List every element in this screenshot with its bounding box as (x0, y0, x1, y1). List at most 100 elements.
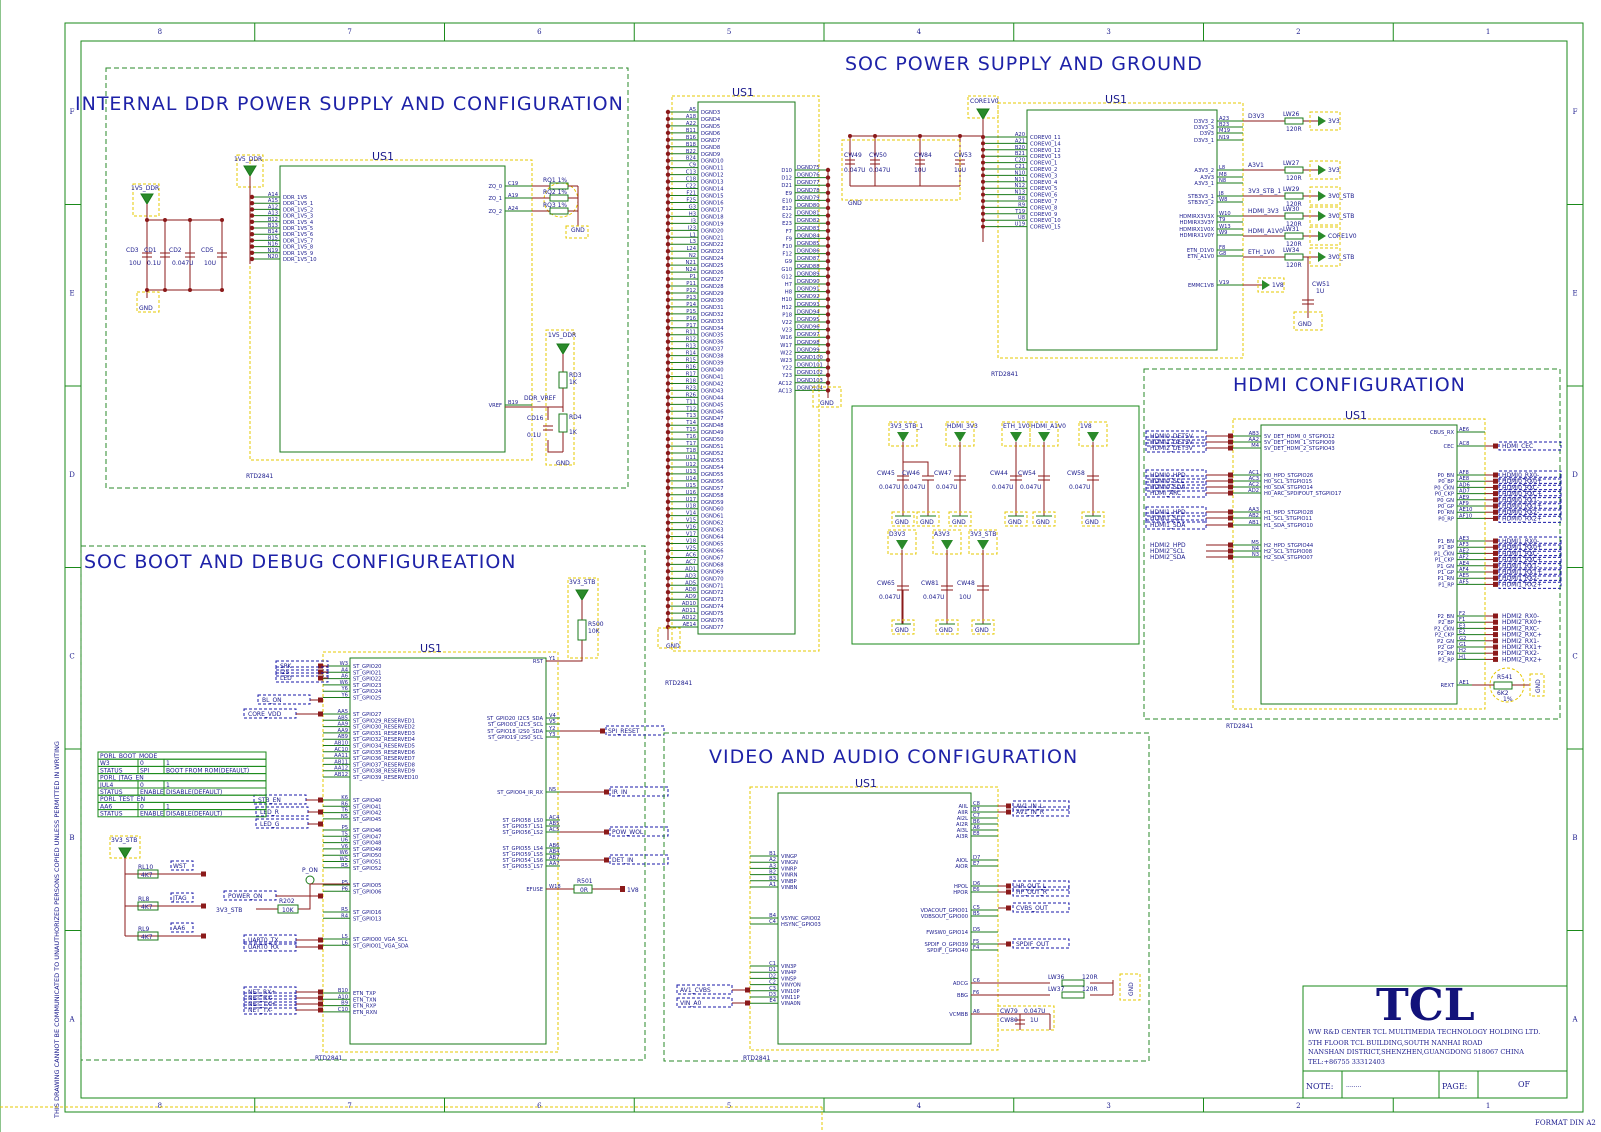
pin-name: DGND6 (701, 131, 720, 137)
svg-text:P_ON: P_ON (302, 867, 318, 874)
pin-number: DGND76 (797, 173, 820, 179)
pin-number: AC2 (1249, 482, 1259, 488)
power-title: SOC POWER SUPPLY AND GROUND (845, 53, 1203, 75)
pin-number: DGND77 (797, 180, 820, 186)
pin-name: DGND47 (701, 416, 724, 422)
pin-number: DGND87 (797, 256, 820, 262)
pin-number: W5 (340, 857, 348, 863)
pin-number: V5 (549, 719, 556, 725)
net-label: D3V3 (1248, 113, 1265, 120)
pin-number: U18 (686, 504, 696, 510)
pin-name: COREV0_1 (1030, 161, 1057, 167)
pin-number: F5 (973, 939, 979, 945)
pin-name: ST_GPIO52 (353, 866, 381, 872)
pin-number: C7 (973, 813, 980, 819)
pin-number: DGND93 (797, 302, 820, 308)
pin-name: H10 (781, 297, 792, 303)
gnd-label: GND (952, 519, 966, 526)
pin-name: P2_GP (1438, 645, 1454, 651)
pin-name: HPOL (954, 884, 968, 890)
pin-number: V19 (1219, 280, 1229, 286)
svg-text:3V3_STB: 3V3_STB (216, 907, 242, 914)
pin-name: ST_GPIO23 (353, 683, 381, 689)
pin-name: COREV0_12 (1030, 148, 1061, 154)
resistor-ref: RL8 (138, 896, 150, 903)
pin-number: V15 (686, 518, 696, 524)
pin-name: DGND53 (701, 458, 724, 464)
pin-name: ETN_TXN (353, 997, 377, 1003)
pin-name: DGND11 (701, 166, 724, 172)
pin-number: T12 (685, 406, 696, 412)
svg-text:RTD2841: RTD2841 (315, 1055, 342, 1062)
gnd-label: GND (1036, 519, 1050, 526)
resistor-value: 4K7 (141, 934, 153, 941)
pin-number: B20 (1015, 145, 1025, 151)
pin-number: AE4 (1459, 561, 1470, 567)
pin-number: Y2 (548, 726, 555, 732)
pin-number: DGND81 (797, 211, 820, 217)
net-label: CORE1V0 (1328, 233, 1357, 240)
pin-name: ST_GPIO58_LS0 (503, 818, 544, 824)
net-label: CVBS_OUT (1016, 905, 1048, 912)
svg-text:NANSHAN DISTRICT,SHENZHEN,GUAN: NANSHAN DISTRICT,SHENZHEN,GUANGDONG 5180… (1308, 1048, 1524, 1056)
pin-name: DGND42 (701, 381, 724, 387)
svg-text:10K: 10K (588, 628, 601, 635)
pin-number: R9 (1018, 202, 1025, 208)
pin-number: A6 (973, 825, 980, 831)
pin-name: P2_RP (1438, 657, 1454, 663)
pin-number: DGND82 (797, 218, 820, 224)
pin-name: V23 (782, 328, 792, 334)
pin-name: DGND32 (701, 312, 724, 318)
column-label: 8 (158, 1102, 162, 1110)
pin-name: HPOR (953, 890, 968, 896)
pin-number: D2 (769, 973, 776, 979)
pin-name: E10 (782, 198, 792, 204)
pin-name: A3V3_1 (1194, 181, 1214, 187)
pin-number: A15 (268, 198, 278, 204)
pin-name: DGND34 (701, 326, 724, 332)
pin-number: AC8 (1459, 441, 1469, 447)
pin-number: B6 (973, 819, 980, 825)
power-section: SOC POWER SUPPLY AND GROUND US1 RTD2841 … (841, 53, 1357, 378)
pin-number: AD8 (685, 587, 696, 593)
pin-number: R8 (1018, 196, 1025, 202)
pin-name: VINBP (781, 879, 797, 885)
cap-ref: CW46 (902, 470, 920, 477)
net-label: HDMI2_RX2- (1502, 650, 1539, 657)
pin-number: AE10 (1459, 507, 1472, 513)
pin-number: DGND88 (797, 264, 820, 270)
pin-name: VINYON (781, 983, 801, 989)
pin-name: D3V3_1 (1194, 138, 1214, 144)
pin-name: DGND73 (701, 597, 724, 603)
pin-name: ZQ_1 (488, 196, 502, 202)
resistor-ref: RQ2 1% (543, 189, 567, 196)
pin-name: A3V3 (1200, 175, 1214, 181)
net-label: 3V0_STB (1328, 193, 1354, 200)
svg-text:TEL:+86755 33312403: TEL:+86755 33312403 (1308, 1058, 1385, 1066)
net-label: LED_R (260, 809, 279, 816)
pin-name: F9 (786, 236, 792, 242)
pin-number: V6 (341, 844, 348, 850)
gnd-label: GND (895, 519, 909, 526)
pin-name: ST_GPIO37_RESERVED8 (353, 762, 415, 768)
pin-name: P1_BN (1438, 539, 1455, 545)
pin-name: ST_GPIO29_RESERVED1 (353, 718, 415, 724)
row-label: C (1572, 652, 1577, 660)
company-name: WW R&D CENTER TCL MULTIMEDIA TECHNOLOGY … (1308, 1028, 1540, 1036)
pin-number: D5 (973, 927, 980, 933)
pin-name: D3V3_2 (1194, 119, 1214, 125)
pin-name: ST_GPIO49 (353, 847, 381, 853)
pin-name: H0_SCL_STGPIO15 (1264, 479, 1312, 485)
ddr-chip (279, 165, 506, 453)
svg-text:1V5_DDR: 1V5_DDR (548, 332, 576, 339)
pin-name: HSYNC_GPIO03 (781, 922, 821, 928)
pin-number: V14 (686, 511, 697, 517)
pin-number: B7 (973, 807, 980, 813)
row-label: B (1572, 834, 1577, 842)
pin-name: DGND46 (701, 409, 724, 415)
pin-number: AA2 (1248, 437, 1259, 443)
row-label: A (1571, 1015, 1578, 1023)
svg-text:CD16: CD16 (527, 415, 544, 422)
pin-number: G8 (1219, 251, 1226, 257)
